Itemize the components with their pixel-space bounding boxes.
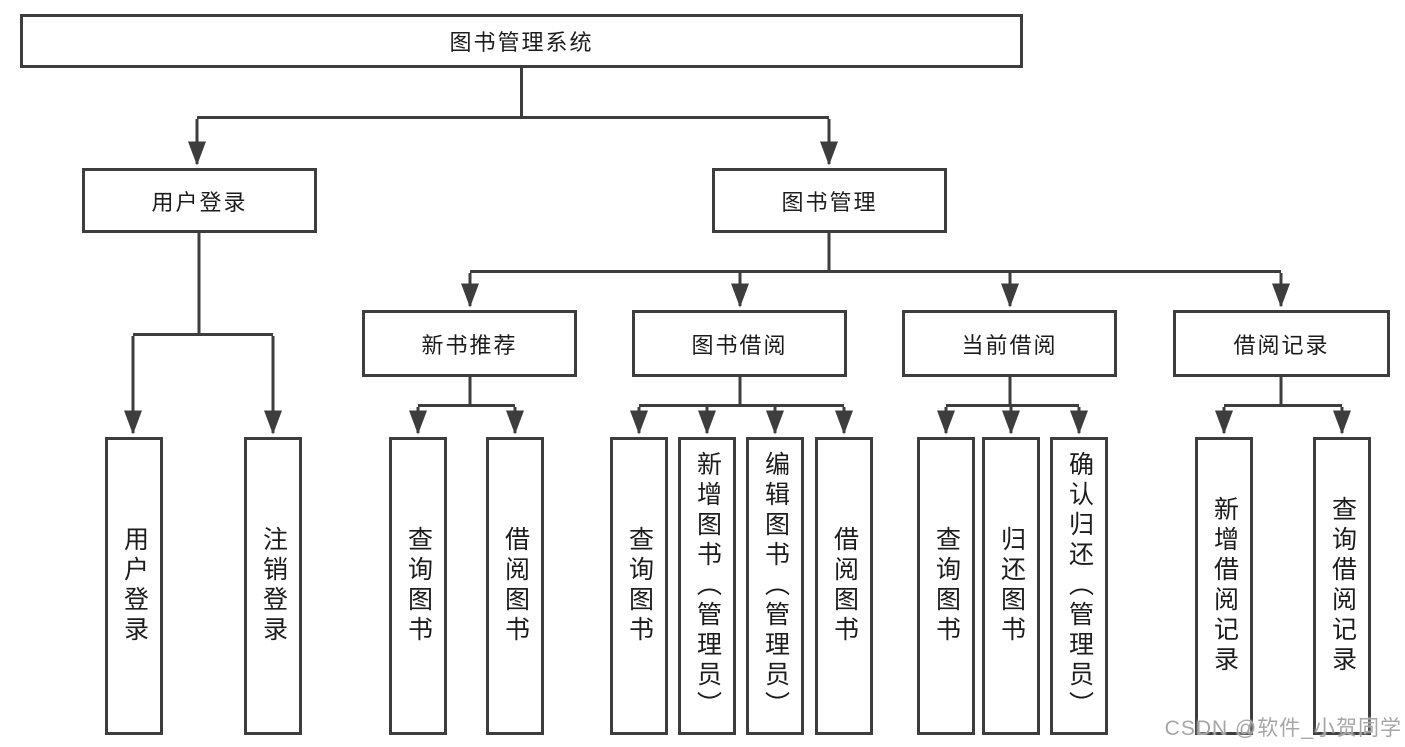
node-user-login: 用户登录 [82, 168, 317, 233]
node-label: 注销登录 [259, 526, 288, 646]
node-label: 新增图书（管理员） [693, 451, 722, 721]
node-leaf-br-query-record: 查询借阅记录 [1313, 437, 1371, 735]
node-label: 借阅图书 [501, 526, 530, 646]
node-book-mgmt: 图书管理 [712, 168, 947, 233]
node-leaf-cb-confirm-return: 确认归还（管理员） [1050, 437, 1108, 735]
node-leaf-bb-edit-books: 编辑图书（管理员） [746, 437, 804, 735]
node-label: 图书借阅 [691, 332, 788, 358]
node-new-book-rec: 新书推荐 [362, 310, 577, 377]
node-label: 确认归还（管理员） [1065, 451, 1094, 721]
node-leaf-cb-return-books: 归还图书 [982, 437, 1040, 735]
node-leaf-cb-query-books: 查询图书 [917, 437, 975, 735]
node-borrow-record: 借阅记录 [1173, 310, 1390, 377]
node-label: 用户登录 [120, 526, 149, 646]
node-label: 查询图书 [932, 526, 961, 646]
connector-rails [133, 66, 1342, 407]
node-leaf-bb-add-books: 新增图书（管理员） [678, 437, 736, 735]
watermark-text: CSDN @软件_小贺同学 [1164, 717, 1402, 740]
node-label: 查询借阅记录 [1328, 496, 1357, 676]
node-leaf-br-add-record: 新增借阅记录 [1195, 437, 1253, 735]
node-label: 归还图书 [997, 526, 1026, 646]
node-current-borrow: 当前借阅 [902, 310, 1117, 377]
node-label: 借阅记录 [1233, 332, 1330, 358]
node-label: 查询图书 [625, 526, 654, 646]
node-leaf-user-login: 用户登录 [105, 437, 163, 735]
node-leaf-bb-query-books: 查询图书 [610, 437, 668, 735]
node-label: 用户登录 [151, 189, 248, 215]
node-root: 图书管理系统 [20, 14, 1023, 68]
node-label: 新增借阅记录 [1210, 496, 1239, 676]
node-label: 借阅图书 [830, 526, 859, 646]
node-book-borrow: 图书借阅 [632, 310, 847, 377]
node-leaf-logout: 注销登录 [244, 437, 302, 735]
node-leaf-rec-borrow-books: 借阅图书 [486, 437, 544, 735]
node-label: 图书管理 [781, 189, 878, 215]
node-label: 查询图书 [404, 526, 433, 646]
node-label: 当前借阅 [961, 332, 1058, 358]
node-label: 编辑图书（管理员） [761, 451, 790, 721]
node-leaf-bb-borrow-books: 借阅图书 [815, 437, 873, 735]
node-label: 图书管理系统 [449, 30, 594, 55]
node-label: 新书推荐 [421, 332, 518, 358]
node-leaf-rec-query-books: 查询图书 [389, 437, 447, 735]
